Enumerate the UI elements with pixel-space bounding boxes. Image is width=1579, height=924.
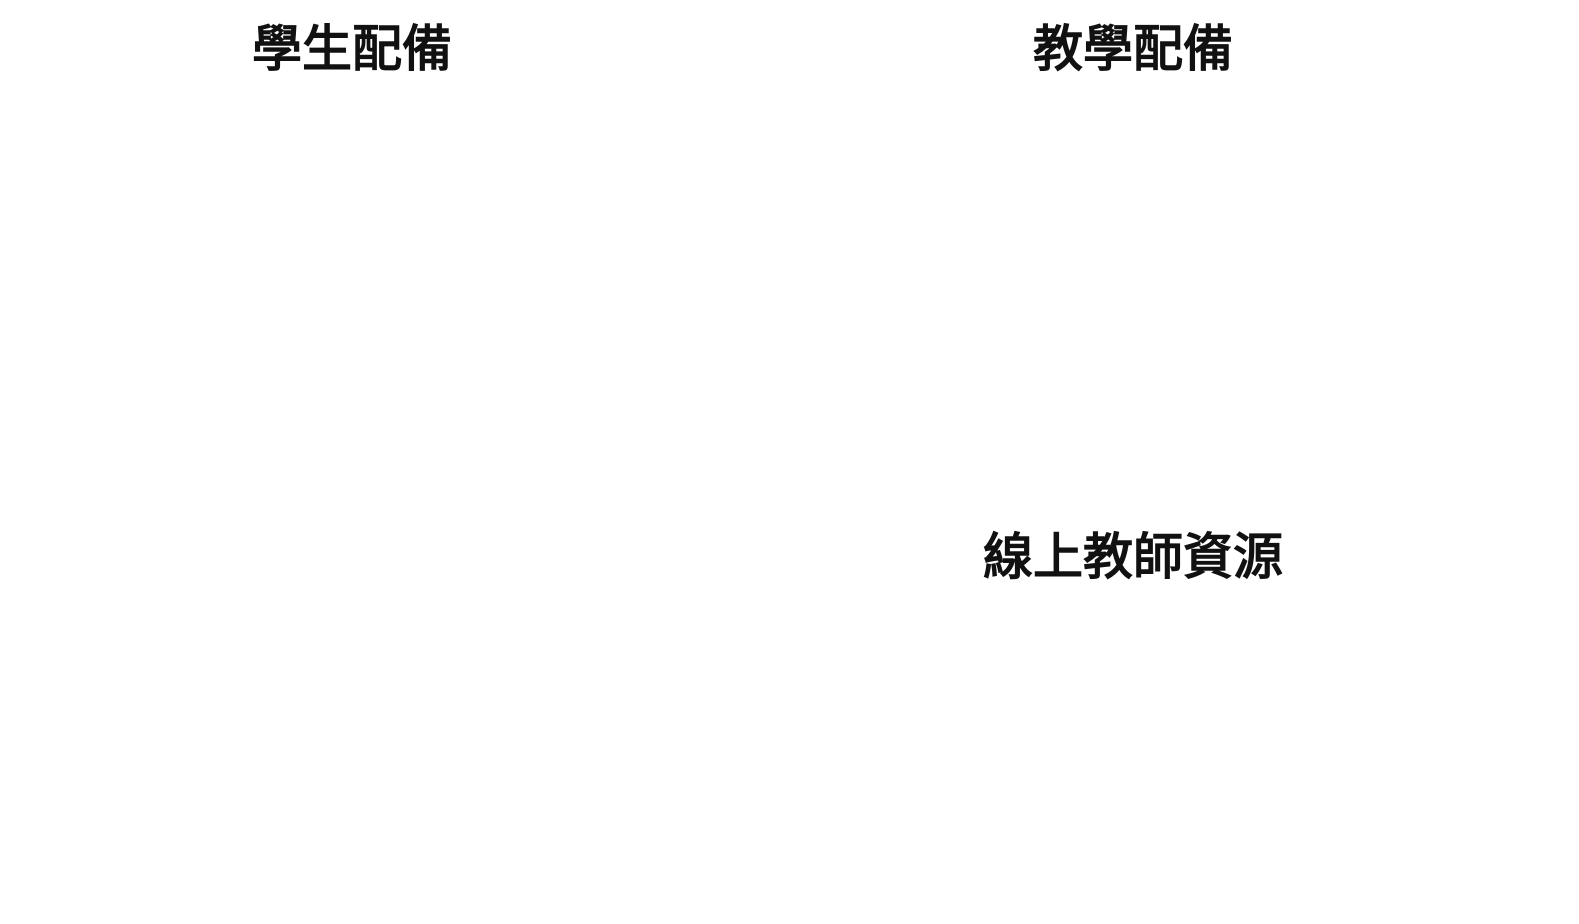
student-materials-heading: 學生配備 — [252, 20, 452, 78]
online-teacher-resources-heading: 線上教師資源 — [983, 528, 1283, 586]
teaching-materials-heading: 教學配備 — [1033, 20, 1233, 78]
